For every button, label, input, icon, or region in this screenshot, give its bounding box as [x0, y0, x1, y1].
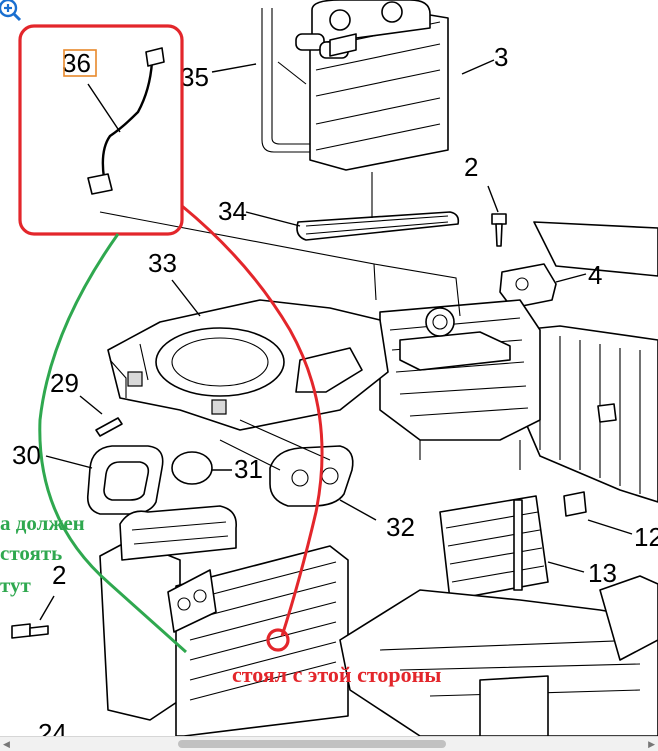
red-circle-marker	[266, 628, 290, 652]
red-box-annotation	[18, 24, 184, 236]
part-34-seal	[296, 172, 460, 241]
part-4-actuator	[499, 263, 587, 309]
scroll-right-arrow-icon[interactable]: ▶	[648, 739, 655, 749]
green-arrow-path	[38, 233, 187, 654]
callout-2-top: 2	[464, 152, 478, 182]
callout-2-bottom: 2	[52, 560, 66, 590]
callout-36-highlight	[63, 49, 97, 77]
callout-31: 31	[234, 454, 263, 484]
horizontal-scrollbar[interactable]: ◀ ▶	[0, 736, 658, 751]
callout-35: 35	[180, 62, 209, 92]
zoom-in-icon[interactable]	[0, 0, 22, 22]
leader-lines	[99, 59, 495, 317]
part-31-plug	[171, 451, 232, 485]
callout-29: 29	[50, 368, 79, 398]
scrollbar-thumb[interactable]	[178, 740, 446, 748]
callout-33: 33	[148, 248, 177, 278]
part-33-blower-housing	[107, 279, 389, 431]
callout-4: 4	[588, 260, 602, 290]
callout-34: 34	[218, 196, 247, 226]
part-hvac-case-right	[515, 221, 658, 535]
part-lower-case	[339, 575, 658, 736]
annotation-red-text: стоял с этой стороны	[232, 662, 441, 687]
part-2-screw-top	[487, 185, 507, 247]
part-30-gasket	[45, 445, 164, 515]
part-3-heater-core	[295, 0, 449, 171]
annotation-green-line-3: тут	[0, 573, 32, 597]
callout-36: 36	[62, 48, 91, 78]
callout-32: 32	[386, 512, 415, 542]
annotation-green-line-2: стоять	[0, 541, 62, 565]
annotation-overlay: стоял с этой стороны а должен стоять тут	[0, 24, 441, 687]
red-arrow-path	[181, 204, 324, 637]
callout-30: 30	[12, 440, 41, 470]
part-32-grommet	[219, 419, 377, 521]
annotation-green-line-1: а должен	[0, 511, 85, 535]
part-24-evaporator	[99, 505, 349, 736]
callout-24: 24	[38, 718, 67, 736]
callout-13: 13	[588, 558, 617, 588]
callout-12: 12	[634, 522, 658, 552]
part-13-filter	[439, 495, 585, 601]
part-36-temperature-sensor	[87, 47, 165, 195]
callout-3: 3	[494, 42, 508, 72]
scroll-left-arrow-icon[interactable]: ◀	[3, 739, 10, 749]
callouts: 36 35 3 2 34 4 33 29 30 31 32 12 13 2 24	[12, 42, 658, 736]
part-2-screw-bottom	[11, 595, 55, 639]
part-35-hose	[261, 8, 316, 153]
part-hvac-housing	[379, 299, 541, 470]
part-29-pin	[79, 395, 123, 437]
